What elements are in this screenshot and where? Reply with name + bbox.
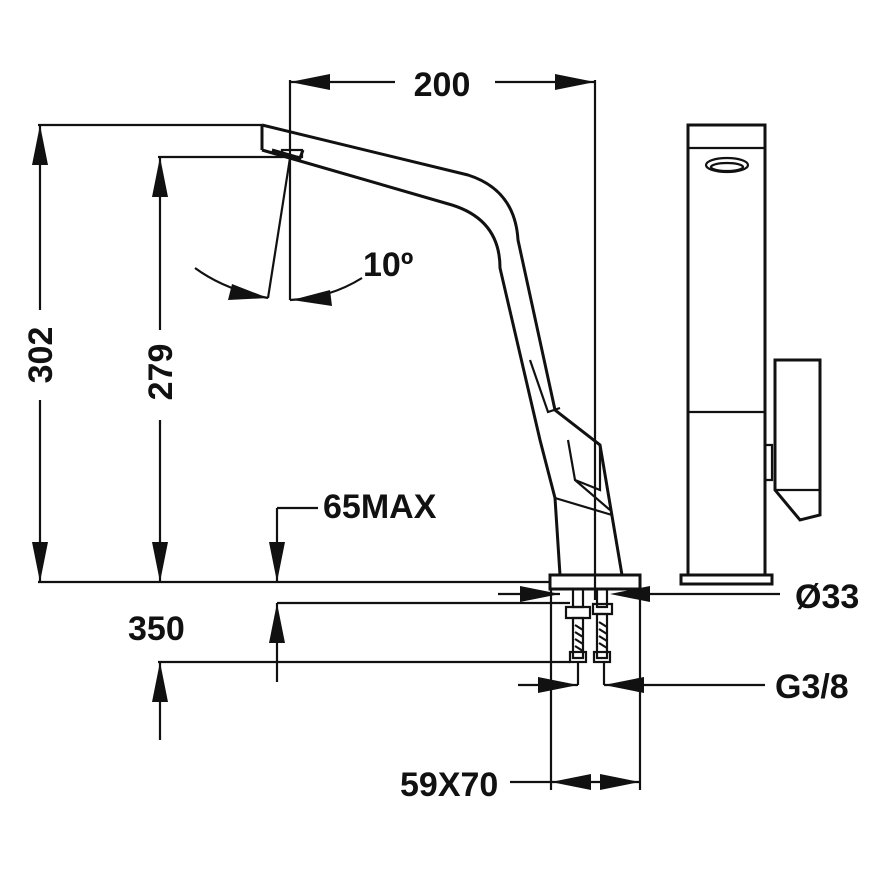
label-width-200: 200 (414, 66, 471, 104)
dim-height-279 (152, 155, 282, 582)
dim-deck-65max (269, 506, 570, 682)
dim-width-200 (288, 74, 597, 600)
dim-thread-g38 (518, 662, 765, 693)
label-height-302: 302 (22, 327, 60, 384)
dim-angle-10 (194, 157, 363, 306)
label-base-size: 59X70 (400, 766, 498, 804)
label-deck-max: 65MAX (323, 488, 437, 526)
label-diameter: Ø33 (795, 578, 859, 616)
dim-base-59x70 (510, 589, 642, 790)
label-height-279: 279 (142, 344, 180, 401)
label-angle: 10º (363, 246, 413, 284)
dim-hose-350 (152, 660, 570, 740)
dim-height-302 (32, 123, 550, 584)
label-hose-length: 350 (128, 610, 185, 648)
faucet-front-view (679, 123, 822, 586)
label-thread: G3/8 (775, 668, 849, 706)
